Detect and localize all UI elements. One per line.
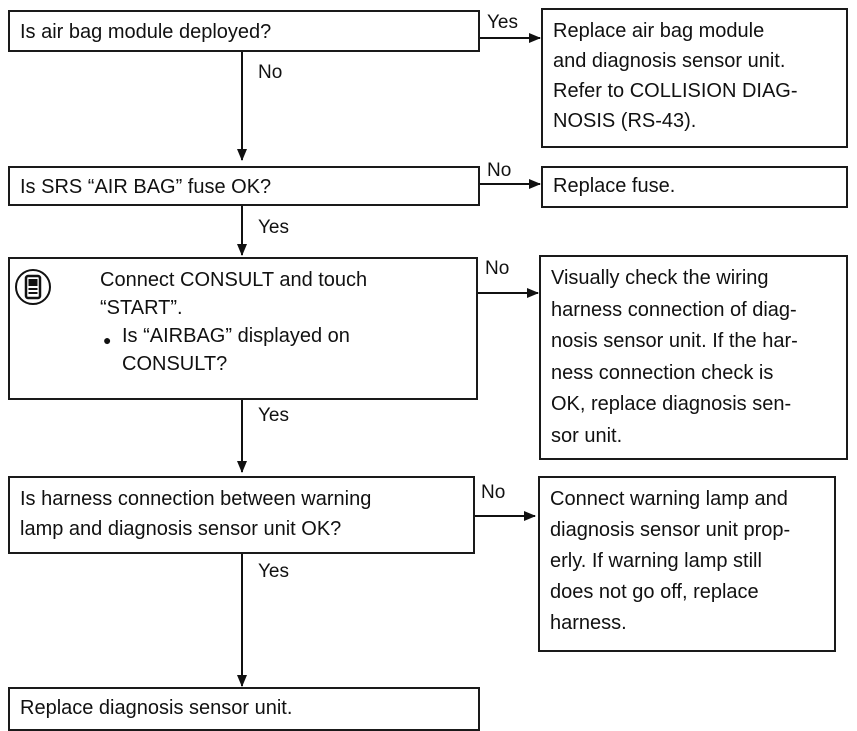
action-line: Replace fuse. (553, 175, 676, 197)
question-line: CONSULT? (122, 353, 228, 375)
action-line: Refer to COLLISION DIAG- (553, 80, 798, 102)
no-label: No (485, 258, 510, 279)
action-line: and diagnosis sensor unit. (553, 50, 786, 72)
question-box-3: Connect CONSULT and touch “START”. ● Is … (8, 257, 478, 400)
action-box-1: Replace air bag module and diagnosis sen… (541, 8, 848, 148)
question-box-2: Is SRS “AIR BAG” fuse OK? (8, 166, 480, 206)
action-line: erly. If warning lamp still (550, 550, 762, 572)
question-text: Is SRS “AIR BAG” fuse OK? (20, 176, 272, 198)
question-text: Is air bag module deployed? (20, 21, 272, 43)
action-line: sor unit. (551, 424, 623, 447)
bullet-icon: ● (103, 332, 112, 348)
action-line: Connect warning lamp and (550, 488, 788, 510)
action-line: Visually check the wiring (551, 267, 769, 289)
flow-connectors (237, 33, 541, 687)
action-line: nosis sensor unit. If the har- (551, 330, 798, 352)
question-box-4: Is harness connection between warning la… (8, 476, 475, 554)
consult-tester-icon (15, 269, 51, 305)
action-line: NOSIS (RS-43). (553, 110, 697, 132)
yes-label: Yes (258, 561, 289, 582)
final-action-text: Replace diagnosis sensor unit. (20, 697, 293, 719)
yes-label: Yes (258, 405, 289, 426)
action-line: diagnosis sensor unit prop- (550, 519, 791, 541)
yes-label: Yes (487, 12, 518, 33)
action-line: OK, replace diagnosis sen- (551, 393, 792, 415)
final-action-box: Replace diagnosis sensor unit. (8, 687, 480, 731)
action-line: does not go off, replace (550, 581, 759, 603)
action-line: harness connection of diag- (551, 298, 797, 321)
question-line: Is “AIRBAG” displayed on (122, 325, 350, 347)
question-line: “START”. (100, 297, 183, 319)
no-label: No (258, 62, 283, 83)
question-box-1: Is air bag module deployed? (8, 10, 480, 52)
action-box-4: Connect warning lamp and diagnosis senso… (538, 476, 836, 652)
question-line: Connect CONSULT and touch (100, 269, 368, 291)
action-box-3: Visually check the wiring harness connec… (539, 255, 848, 460)
action-line: ness connection check is (551, 361, 774, 384)
question-line: lamp and diagnosis sensor unit OK? (20, 518, 342, 540)
no-label: No (487, 160, 512, 181)
no-label: No (481, 482, 506, 503)
action-line: harness. (550, 612, 627, 634)
question-line: Is harness connection between warning (20, 488, 372, 510)
action-line: Replace air bag module (553, 20, 765, 42)
yes-label: Yes (258, 217, 289, 238)
action-box-2: Replace fuse. (541, 166, 848, 208)
